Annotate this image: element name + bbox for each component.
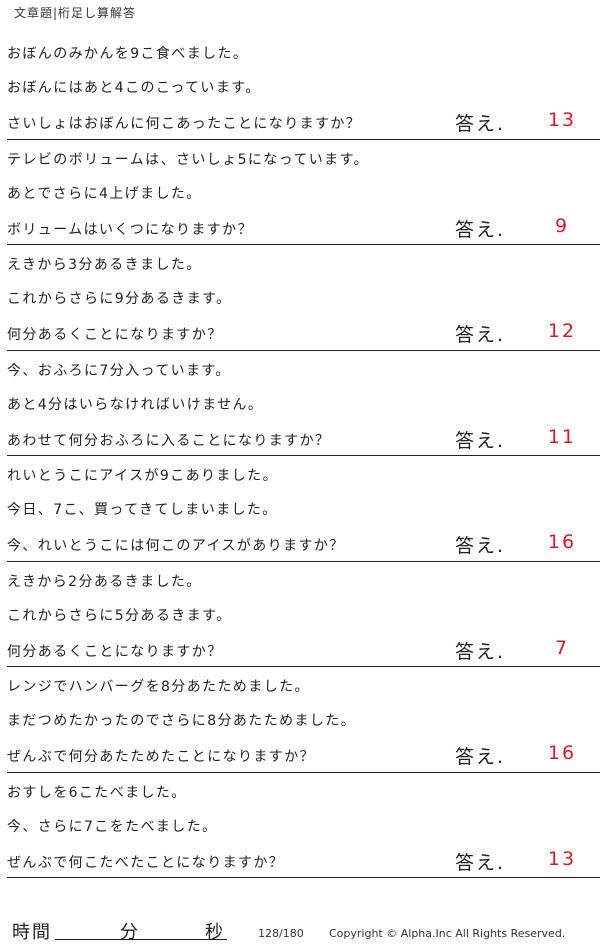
answer-label: 答え.	[455, 113, 506, 135]
problem-5: れいとうこにアイスが9こありました。 今日、7こ、買ってきてしまいました。 今、…	[0, 456, 600, 562]
problem-7: レンジでハンバーグを8分あたためました。 まだつめたかったのでさらに8分あたため…	[0, 667, 600, 773]
problem-8: おすしを6こたべました。 今、さらに7こをたべました。 ぜんぶで何こたべたことに…	[0, 773, 600, 878]
divider	[7, 138, 600, 140]
problem-question: 今、れいとうこには何このアイスがありますか？	[7, 538, 345, 554]
minute-label: 分	[120, 922, 138, 943]
problem-line: えきから3分あるきました。	[7, 257, 202, 273]
answer-value: 9	[554, 214, 570, 237]
answer-label: 答え.	[455, 535, 506, 557]
problem-question: ぜんぶで何こたべたことになりますか？	[7, 854, 285, 871]
answer-value: 16	[547, 742, 577, 764]
problem-line: おぼんのみかんを9こ食べました。	[7, 46, 249, 62]
divider	[7, 771, 600, 773]
second-label: 秒	[205, 922, 223, 943]
problem-2: テレビのボリュームは、さいしょ5になっています。 あとでさらに4上げました。 ボ…	[0, 140, 600, 245]
problem-4: 今、おふろに7分入っています。 あと4分はいらなければいけません。 あわせて何分…	[0, 351, 600, 456]
answer-label: 答え.	[455, 746, 506, 768]
problem-1: おぼんのみかんを9こ食べました。 おぼんにはあと4このこっています。 さいしょは…	[0, 34, 600, 140]
worksheet-title: 文章題|桁足し算解答	[14, 6, 137, 20]
problem-line: あとでさらに4上げました。	[7, 185, 202, 202]
answer-value: 7	[554, 636, 570, 659]
problem-question: ぜんぶで何分あたためたことになりますか？	[7, 749, 315, 765]
problem-line: おぼんにはあと4このこっています。	[7, 80, 261, 96]
time-entry-line	[55, 939, 227, 940]
problem-line: まだつめたかったのでさらに8分あたためました。	[7, 713, 357, 729]
problem-line: 今、おふろに7分入っています。	[7, 362, 231, 379]
problem-line: これからさらに5分あるきます。	[7, 607, 232, 624]
answer-value: 13	[547, 109, 577, 131]
time-label: 時間	[12, 922, 52, 943]
problem-question: 何分あるくことになりますか？	[7, 327, 223, 343]
problem-3: えきから3分あるきました。 これからさらに9分あるきます。 何分あるくことになり…	[0, 245, 600, 351]
copyright: Copyright © Alpha.Inc All Rights Reserve…	[329, 927, 566, 940]
divider	[7, 666, 600, 667]
footer: 時間 分 秒 128/180 Copyright © Alpha.Inc All…	[0, 918, 600, 946]
divider	[7, 560, 600, 562]
problem-line: あと4分はいらなければいけません。	[7, 396, 264, 413]
answer-value: 13	[547, 847, 577, 870]
problem-list: おぼんのみかんを9こ食べました。 おぼんにはあと4このこっています。 さいしょは…	[0, 34, 600, 878]
problem-question: ボリュームはいくつになりますか？	[7, 221, 253, 238]
answer-value: 12	[547, 320, 577, 342]
answer-label: 答え.	[455, 324, 506, 346]
problem-line: レンジでハンバーグを8分あたためました。	[7, 679, 310, 695]
divider	[7, 877, 600, 878]
problem-line: 今、さらに7こをたべました。	[7, 818, 218, 835]
problem-line: これからさらに9分あるきます。	[7, 291, 232, 307]
problem-question: 何分あるくことになりますか？	[7, 643, 223, 660]
problem-question: さいしょはおぼんに何こあったことになりますか？	[7, 116, 362, 132]
problem-line: れいとうこにアイスが9こありました。	[7, 468, 278, 484]
answer-label: 答え.	[455, 640, 506, 663]
answer-label: 答え.	[455, 851, 506, 874]
problem-line: おすしを6こたべました。	[7, 784, 187, 801]
answer-label: 答え.	[455, 218, 506, 241]
problem-6: えきから2分あるきました。 これからさらに5分あるきます。 何分あるくことになり…	[0, 562, 600, 667]
divider	[7, 455, 600, 456]
problem-line: えきから2分あるきました。	[7, 573, 202, 590]
divider	[7, 349, 600, 351]
answer-value: 16	[547, 531, 577, 553]
problem-question: あわせて何分おふろに入ることになりますか？	[7, 432, 331, 449]
problem-line: 今日、7こ、買ってきてしまいました。	[7, 502, 278, 518]
divider	[7, 244, 600, 245]
answer-value: 11	[547, 425, 577, 448]
problem-line: テレビのボリュームは、さいしょ5になっています。	[7, 151, 369, 168]
page-number: 128/180	[258, 927, 304, 940]
answer-label: 答え.	[455, 429, 506, 452]
